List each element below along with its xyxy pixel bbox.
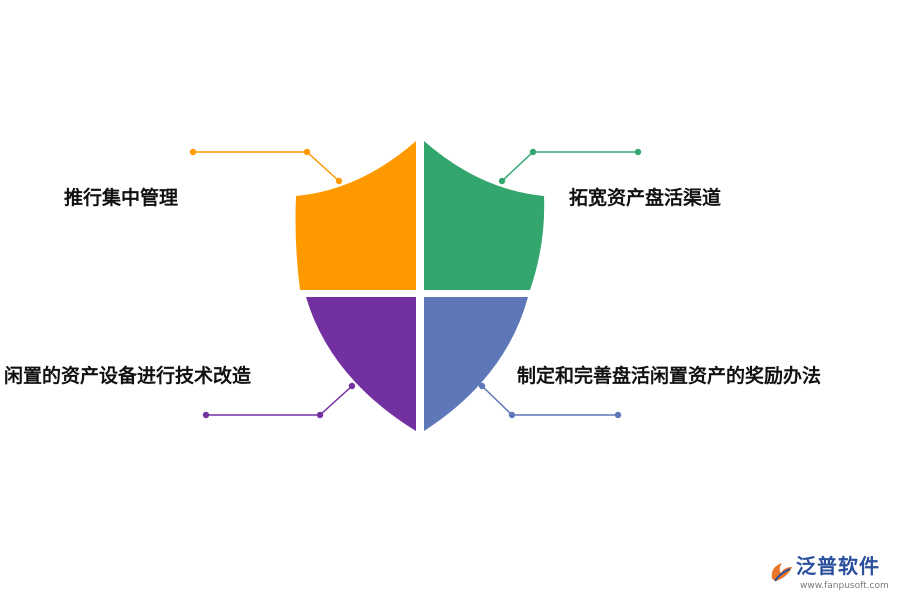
logo-mark-icon: [771, 563, 792, 582]
connector-bottom-left: [202, 382, 356, 419]
shield-segment-top-left: [295, 141, 416, 290]
label-bottom-left: 闲置的资产设备进行技术改造: [4, 365, 252, 387]
connector-top-left: [189, 148, 343, 185]
connector-bottom-right: [478, 382, 622, 419]
label-top-right: 拓宽资产盘活渠道: [569, 187, 722, 209]
shield-segment-bottom-left: [306, 297, 416, 431]
shield-segment-top-right: [424, 141, 545, 290]
brand-logo: 泛普软件 www.fanpusoft.com: [764, 553, 894, 597]
label-bottom-right: 制定和完善盘活闲置资产的奖励办法: [517, 365, 822, 387]
logo-url: www.fanpusoft.com: [800, 581, 889, 591]
shield-segment-bottom-right: [424, 297, 528, 431]
label-top-left: 推行集中管理: [64, 187, 179, 209]
connector-top-right: [498, 148, 642, 185]
logo-name: 泛普软件: [796, 554, 880, 578]
